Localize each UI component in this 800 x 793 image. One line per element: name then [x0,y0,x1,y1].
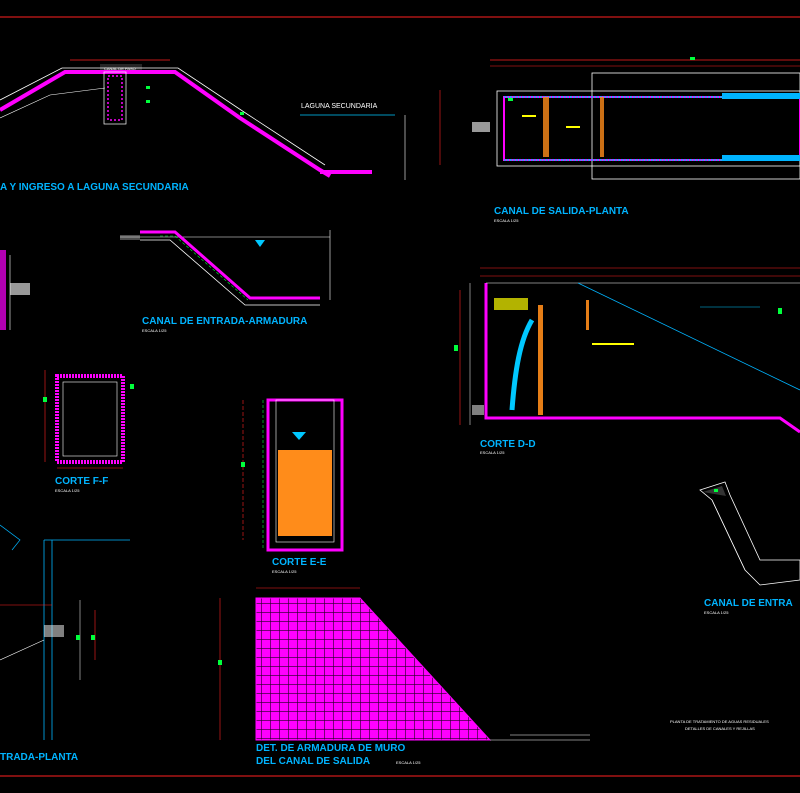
corte-f-section: CORTE F-F ESCALA 1/25 [43,370,134,493]
laguna-ingreso-section: CANAL DE PASO LAGUNA SECUNDARIA A Y INGR… [0,59,406,193]
corte-d-title: CORTE D-D [480,439,536,450]
corte-e-title: CORTE E-E [272,557,327,568]
canal-salida-planta-scale: ESCALA 1/25 [494,218,519,223]
corte-d-section: CORTE D-D ESCALA 1/25 [454,267,800,455]
muro-armadura-scale: ESCALA 1/25 [396,760,421,765]
corte-d-scale: ESCALA 1/25 [480,450,505,455]
canal-salida-planta-title: CANAL DE SALIDA-PLANTA [494,206,629,217]
corte-e-section: CORTE E-E ESCALA 1/25 [241,398,344,574]
note-line-1: PLANTA DE TRATAMIENTO DE AGUAS RESIDUALE… [670,719,769,724]
muro-armadura-title-1: DET. DE ARMADURA DE MURO [256,743,405,754]
canal-entrada-iso-scale: ESCALA 1/25 [704,610,729,615]
canal-entrada-iso-section: CANAL DE ENTRA ESCALA 1/25 [699,481,800,615]
drawing-notes: PLANTA DE TRATAMIENTO DE AGUAS RESIDUALE… [670,719,769,731]
canal-entrada-armadura-section: CANAL DE ENTRADA-ARMADURA ESCALA 1/25 [120,230,331,333]
entrada-planta-title: TRADA-PLANTA [0,752,78,763]
laguna-ingreso-title: A Y INGRESO A LAGUNA SECUNDARIA [0,182,189,193]
canal-entrada-iso-title: CANAL DE ENTRA [704,598,793,609]
corte-f-scale: ESCALA 1/25 [55,488,80,493]
corte-e-scale: ESCALA 1/25 [272,569,297,574]
canal-entrada-armadura-title: CANAL DE ENTRADA-ARMADURA [142,316,307,327]
canal-salida-planta-section: CANAL DE SALIDA-PLANTA ESCALA 1/25 [439,57,800,223]
muro-armadura-title-2: DEL CANAL DE SALIDA [256,756,370,767]
canal-entrada-armadura-scale: ESCALA 1/25 [142,328,167,333]
top-label: CANAL DE PASO [104,66,136,71]
drawing-frame [0,16,800,777]
muro-armadura-section: DET. DE ARMADURA DE MURO DEL CANAL DE SA… [218,587,590,767]
water-label: LAGUNA SECUNDARIA [301,103,378,110]
left-partial-detail [0,250,30,330]
corte-f-title: CORTE F-F [55,476,108,487]
note-line-2: DETALLES DE CANALES Y REJILLAS [685,726,755,731]
entrada-planta-section: TRADA-PLANTA [0,524,130,763]
